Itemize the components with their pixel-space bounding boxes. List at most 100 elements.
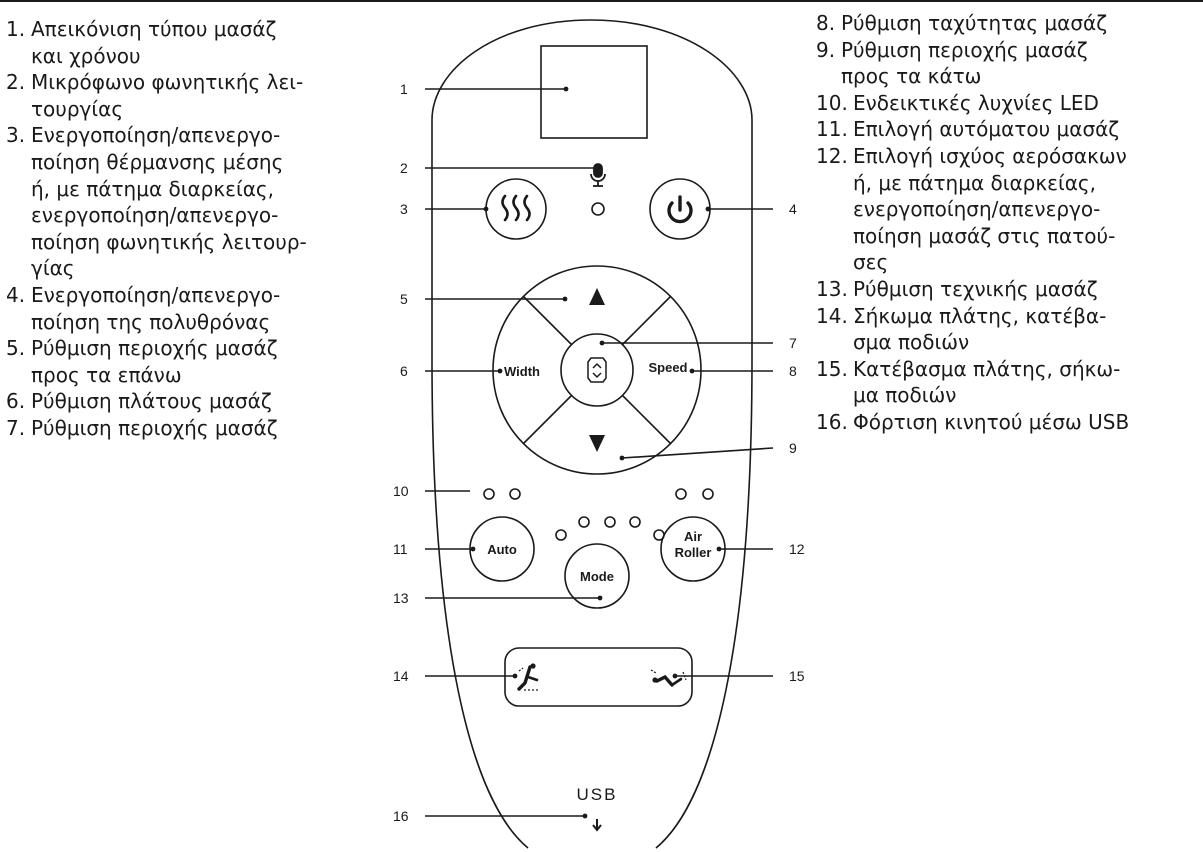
mode-label: Mode xyxy=(580,569,614,584)
legend-item-5: 5.Ρύθμιση περιοχής μασάζ προς τα επάνω xyxy=(6,335,372,388)
legend-item-10: 10.Ενδεικτικές λυχνίες LED xyxy=(816,90,1203,117)
legend-text: Ρύθμιση περιοχής μασάζ προς τα επάνω xyxy=(31,336,278,387)
legend-item-6: 6.Ρύθμιση πλάτους μασάζ xyxy=(6,388,372,415)
led-indicator xyxy=(675,488,687,500)
callout-dot xyxy=(562,296,568,302)
speed-label: Speed xyxy=(648,360,687,375)
down-arrow-icon xyxy=(589,435,605,452)
callout-dot xyxy=(512,673,518,679)
legend-num: 8. xyxy=(816,11,836,35)
legend-text: Ρύθμιση τεχνικής μασάζ xyxy=(853,276,1098,301)
legend-num: 12. xyxy=(816,143,848,168)
callout-number-14: 14 xyxy=(393,668,409,684)
legend-item-9: 9.Ρύθμιση περιοχής μασάζ προς τα κάτω xyxy=(816,37,1203,90)
mode-button[interactable] xyxy=(564,543,630,609)
callout-number-4: 4 xyxy=(789,201,797,217)
callout-dot xyxy=(619,455,625,461)
callout-dot xyxy=(563,86,569,92)
callout-number-10: 10 xyxy=(393,483,409,499)
callout-number-6: 6 xyxy=(400,363,408,379)
legend-num: 5. xyxy=(6,336,26,361)
callout-dot xyxy=(716,546,722,552)
area-button[interactable] xyxy=(560,333,634,407)
legend-num: 9. xyxy=(816,37,836,62)
callout-dot xyxy=(582,813,588,819)
callout-number-8: 8 xyxy=(789,363,797,379)
legend-num: 15. xyxy=(816,356,848,381)
legend-text: Κατέβασμα πλάτης, σήκω- μα ποδιών xyxy=(853,356,1121,408)
legend-num: 4. xyxy=(6,282,26,307)
callout-number-3: 3 xyxy=(400,201,408,217)
callout-dot xyxy=(705,206,711,212)
dpad-ring xyxy=(492,265,702,475)
legend-item-4: 4.Ενεργοποίηση/απενεργο- ποίηση της πολυ… xyxy=(6,282,372,335)
area-icon xyxy=(587,357,607,383)
led-indicator xyxy=(483,488,495,500)
led-indicator xyxy=(578,516,590,528)
auto-label: Auto xyxy=(487,542,517,557)
legend-num: 6. xyxy=(6,389,26,414)
legend-num: 10. xyxy=(816,90,848,115)
legend-num: 13. xyxy=(816,276,848,301)
callout-line-9 xyxy=(621,447,774,459)
legend-item-12: 12.Επιλογή ισχύος αερόσακων ή, με πάτημα… xyxy=(816,143,1203,276)
callout-number-2: 2 xyxy=(400,160,408,176)
legend-item-14: 14.Σήκωμα πλάτης, κατέβα- σμα ποδιών xyxy=(816,303,1203,356)
callout-dot xyxy=(497,368,503,374)
legend-text: Ενδεικτικές λυχνίες LED xyxy=(853,90,1099,115)
dpad-divider xyxy=(522,295,573,346)
callout-number-16: 16 xyxy=(393,808,409,824)
legend-item-16: 16.Φόρτιση κινητού μέσω USB xyxy=(816,409,1203,436)
led-indicator xyxy=(629,516,641,528)
legend-item-15: 15.Κατέβασμα πλάτης, σήκω- μα ποδιών xyxy=(816,356,1203,409)
legend-left: 1.Απεικόνιση τύπου μασάζ και χρόνου 2.Μι… xyxy=(6,16,372,442)
dpad-divider xyxy=(522,394,573,445)
led-indicator xyxy=(509,488,521,500)
dpad-divider xyxy=(621,394,672,445)
led-indicator xyxy=(702,488,714,500)
recline-rocker[interactable] xyxy=(504,647,693,707)
microphone-icon xyxy=(590,163,606,187)
callout-number-13: 13 xyxy=(393,590,409,606)
legend-text: Ρύθμιση περιοχής μασάζ xyxy=(31,415,278,440)
led-indicator xyxy=(604,516,616,528)
dpad-divider xyxy=(621,295,672,346)
legend-num: 14. xyxy=(816,303,848,328)
legend-text: Ρύθμιση πλάτους μασάζ xyxy=(31,389,272,414)
led-indicator xyxy=(555,529,567,541)
callout-number-7: 7 xyxy=(789,335,797,351)
legend-text: Ρύθμιση ταχύτητας μασάζ xyxy=(841,11,1108,35)
legend-num: 16. xyxy=(816,409,848,434)
callout-number-15: 15 xyxy=(789,668,805,684)
legend-text: Φόρτιση κινητού μέσω USB xyxy=(853,409,1130,434)
width-label: Width xyxy=(504,364,540,379)
roller-label: Roller xyxy=(675,545,712,560)
back-up-icon xyxy=(517,663,539,691)
callout-number-11: 11 xyxy=(393,541,408,557)
remote-body-outline xyxy=(431,19,753,849)
recline-icon xyxy=(650,669,687,687)
callout-number-1: 1 xyxy=(400,81,408,97)
legend-text: Ενεργοποίηση/απενεργο- ποίηση θέρμανσης … xyxy=(31,123,307,281)
legend-text: Επιλογή αυτόματου μασάζ xyxy=(853,117,1120,142)
legend-item-8: 8.Ρύθμιση ταχύτητας μασάζ xyxy=(816,10,1203,37)
callout-number-12: 12 xyxy=(789,541,805,557)
up-arrow-icon xyxy=(589,288,605,305)
callout-dot xyxy=(470,546,476,552)
legend-text: Σήκωμα πλάτης, κατέβα- σμα ποδιών xyxy=(853,303,1107,355)
legend-num: 3. xyxy=(6,123,26,148)
legend-item-13: 13.Ρύθμιση τεχνικής μασάζ xyxy=(816,276,1203,303)
legend-item-1: 1.Απεικόνιση τύπου μασάζ και χρόνου xyxy=(6,16,372,69)
legend-text: Ρύθμιση περιοχής μασάζ προς τα κάτω xyxy=(841,37,1088,89)
legend-text: Επιλογή ισχύος αερόσακων ή, με πάτημα δι… xyxy=(853,143,1127,275)
callout-dot xyxy=(599,340,605,346)
air-label: Air xyxy=(684,529,702,544)
power-icon xyxy=(667,195,693,224)
legend-text: Μικρόφωνο φωνητικής λει- τουργίας xyxy=(31,70,304,121)
callout-number-9: 9 xyxy=(789,440,797,456)
legend-item-3: 3.Ενεργοποίηση/απενεργο- ποίηση θέρμανση… xyxy=(6,122,372,282)
callout-dot xyxy=(689,368,695,374)
top-rule xyxy=(0,0,1203,2)
legend-text: Ενεργοποίηση/απενεργο- ποίηση της πολυθρ… xyxy=(31,282,281,334)
